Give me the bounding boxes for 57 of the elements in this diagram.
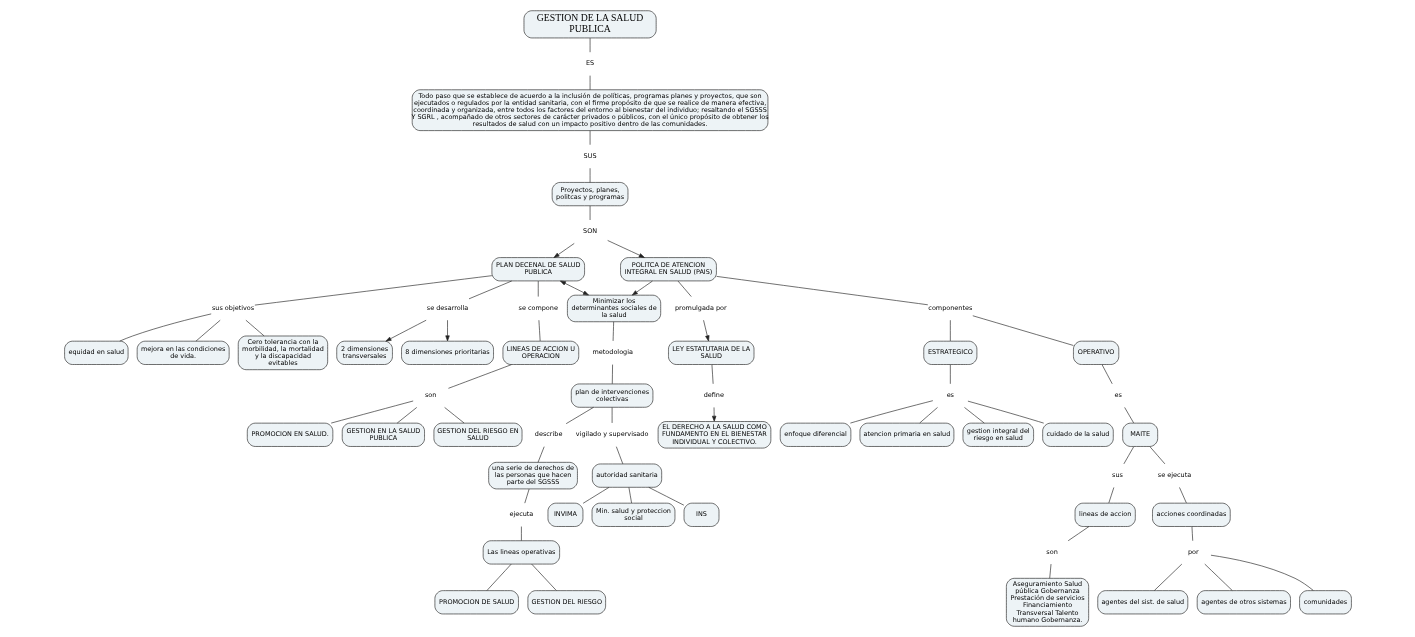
connector	[1048, 563, 1051, 579]
connector	[1153, 563, 1182, 591]
arrow	[631, 280, 653, 296]
arrow	[606, 240, 645, 258]
connector	[1149, 446, 1165, 465]
connector	[523, 488, 529, 504]
connector	[971, 315, 1074, 346]
connector	[711, 364, 713, 385]
connector	[330, 400, 413, 424]
connector	[1067, 526, 1089, 542]
connector	[443, 407, 464, 424]
connector	[677, 280, 692, 297]
connector	[565, 407, 594, 424]
connector	[486, 563, 512, 591]
connector	[918, 407, 938, 424]
connector	[538, 319, 540, 342]
connector	[118, 313, 212, 342]
connector	[963, 407, 985, 424]
connector	[520, 526, 522, 542]
connector	[582, 487, 609, 504]
node-box: GESTION DE LA SALUD PUBLICA	[523, 10, 656, 39]
connector	[1108, 487, 1114, 504]
connector	[254, 275, 492, 306]
connector	[1178, 487, 1187, 504]
connector	[530, 563, 557, 591]
connector	[628, 487, 632, 504]
connector	[611, 364, 613, 385]
connector	[1101, 364, 1113, 385]
arrow	[711, 407, 716, 422]
connector	[1123, 446, 1134, 465]
connector	[468, 280, 512, 300]
connector	[615, 446, 623, 465]
arrow	[553, 243, 575, 258]
connector	[612, 321, 614, 342]
connector	[396, 407, 417, 424]
arrow	[444, 319, 450, 342]
connector	[537, 446, 544, 463]
connector	[589, 75, 590, 91]
connector	[611, 407, 612, 424]
connector	[949, 319, 951, 342]
connector	[1203, 563, 1233, 591]
connector	[949, 364, 951, 385]
connector	[849, 400, 933, 424]
arrow	[385, 319, 426, 342]
arrow	[702, 319, 709, 342]
connector	[589, 167, 590, 183]
connector	[1191, 526, 1193, 542]
connector	[647, 487, 684, 506]
connector	[715, 276, 928, 306]
connector	[245, 319, 264, 337]
arrow	[559, 280, 589, 296]
connector	[967, 400, 1044, 424]
connector	[447, 364, 512, 389]
connector	[1210, 554, 1314, 591]
connector	[589, 130, 590, 146]
connector	[1123, 407, 1134, 424]
connector	[195, 319, 221, 342]
